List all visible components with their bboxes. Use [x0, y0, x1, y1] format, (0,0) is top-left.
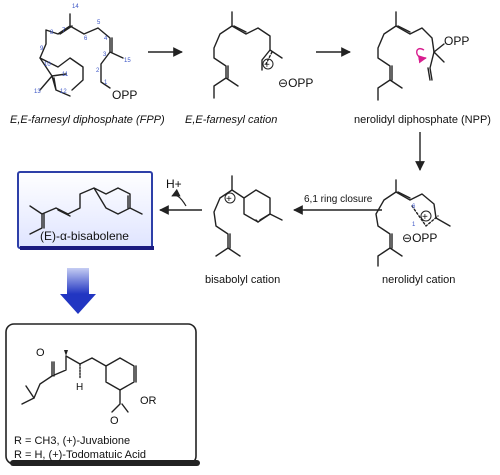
atom-number-3: 3: [103, 52, 107, 58]
todomatuic-line: R = H, (+)-Todomatuic Acid: [14, 449, 146, 461]
bisabolyl-cation-structure: +: [213, 175, 283, 257]
atom-number-11: 11: [62, 72, 69, 78]
nerolidyl-opp-label: ⊖OPP: [402, 231, 437, 245]
bisabolene-structure: [29, 187, 143, 235]
ring-closure-label: 6,1 ring closure: [304, 194, 373, 205]
cation-opp-label: ⊖OPP: [278, 76, 313, 90]
atom-number-10: 10: [44, 62, 51, 68]
atom-number-12: 12: [60, 89, 67, 95]
juvabione-line: R = CH3, (+)-Juvabione: [14, 435, 130, 447]
bisabolene-caption: (E)-α-bisabolene: [40, 229, 129, 243]
atom-number-13: 13: [34, 89, 41, 95]
bisabolyl-charge: +: [226, 194, 232, 205]
npp-opp-label: OPP: [444, 34, 469, 48]
atom-number-15: 15: [124, 58, 131, 64]
opp-label: OPP: [112, 88, 137, 102]
nerolidyl-cation-structure: + 6 1: [375, 179, 451, 267]
atom-number-9: 9: [40, 46, 44, 52]
atom-number-1: 1: [104, 80, 108, 86]
or-label: OR: [140, 395, 157, 407]
result-arrow: [60, 294, 96, 314]
nerolidyl-charge: +: [422, 212, 428, 223]
cation-caption: E,E-farnesyl cation: [185, 114, 277, 126]
atom-number-5: 5: [97, 20, 101, 26]
atom-number-7: 7: [62, 28, 66, 34]
ester-o-label: O: [110, 415, 119, 427]
atom-number-6: 6: [84, 36, 88, 42]
farnesyl-cation-structure: +: [213, 11, 283, 99]
atom-number-4: 4: [104, 36, 108, 42]
svg-text:1: 1: [412, 222, 416, 228]
fpp-caption: E,E-farnesyl diphosphate (FPP): [10, 114, 165, 126]
stereo-h-label: H: [76, 382, 83, 393]
npp-structure: OPP: [377, 11, 469, 101]
bisabolyl-caption: bisabolyl cation: [205, 274, 280, 286]
fpp-structure: 14 7 6 5 4 3 2 1 8 9 10 11 12 13 15 OPP: [34, 4, 137, 102]
atom-number-8: 8: [50, 30, 54, 36]
ketone-o-label: O: [36, 347, 45, 359]
svg-text:6: 6: [412, 204, 416, 210]
atom-number-14: 14: [72, 4, 79, 10]
juvabione-structure: [21, 350, 137, 413]
nerolidyl-caption: nerolidyl cation: [382, 274, 455, 286]
atom-number-2: 2: [96, 68, 100, 74]
cation-charge: +: [264, 60, 270, 71]
hplus-label: H+: [166, 177, 182, 191]
npp-caption: nerolidyl diphosphate (NPP): [354, 114, 491, 126]
